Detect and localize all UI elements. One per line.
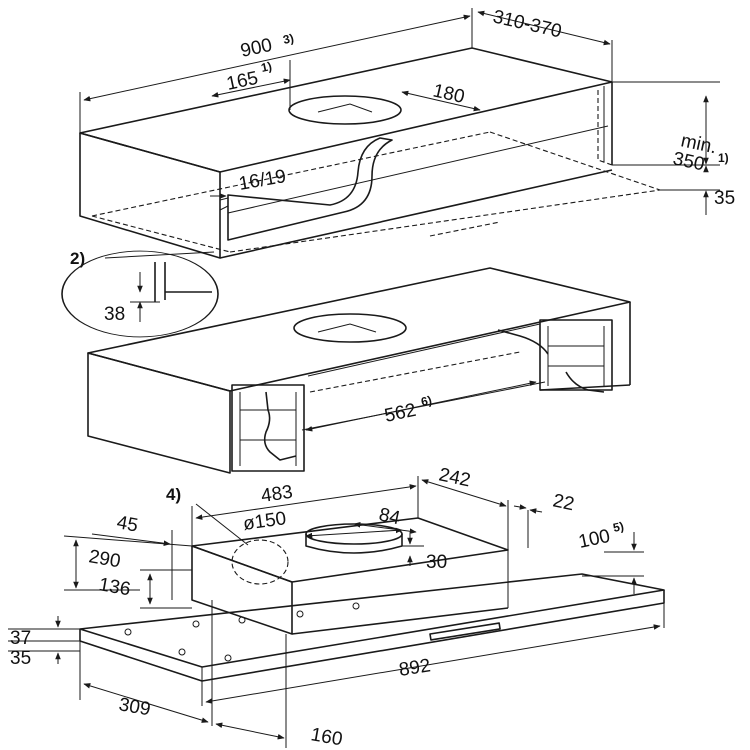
- left-offset-dimension: 45: [91, 512, 173, 600]
- front-distance-label: 160: [309, 724, 344, 750]
- panel-width-label: 892: [397, 655, 432, 681]
- panel-thickness-dimension: 16/19: [210, 166, 288, 199]
- hood-height-dimensions: 290 136: [63, 535, 193, 609]
- panel-bottom-label: 35: [10, 648, 31, 669]
- hood-depth-label: 242: [437, 464, 472, 491]
- detail-callout-label: 2): [70, 249, 85, 268]
- rear-offset-dimension: 22: [513, 490, 576, 548]
- hood-depth-dimension: 242: [421, 464, 509, 550]
- panel-height-label: 37: [10, 628, 31, 649]
- detail-value-label: 38: [104, 304, 125, 325]
- min-height-note: 1): [718, 151, 729, 165]
- clearance-dimension: 100 5): [577, 519, 644, 594]
- total-height-label: 290: [87, 546, 122, 572]
- front-distance-dimension: 160: [215, 634, 344, 750]
- duct-height-label: 30: [426, 552, 447, 573]
- clearance-label: 100: [577, 526, 612, 553]
- upper-depth-dimension: 310-370: [477, 6, 613, 82]
- left-distance-label: 309: [117, 694, 152, 720]
- inner-width-dimension: 562 6): [305, 380, 537, 432]
- detail-callout: 2) 38: [61, 249, 219, 338]
- left-offset-label: 45: [115, 512, 139, 536]
- upper-width-note: 3): [282, 31, 295, 47]
- inner-width-label: 562: [383, 400, 418, 427]
- hood-width-dimension: 483: [191, 476, 419, 546]
- inner-width-note: 6): [420, 393, 433, 409]
- hood-body: 4): [79, 485, 665, 682]
- duct-back-label: 180: [431, 80, 467, 108]
- body-height-label: 136: [97, 574, 132, 600]
- upper-width-label: 900: [239, 35, 274, 62]
- panel-width-dimension: 892: [201, 603, 665, 706]
- duct-offset-note: 1): [260, 59, 273, 75]
- upper-depth-label: 310-370: [491, 6, 564, 42]
- duct-offset-label: 165: [225, 68, 260, 95]
- hood-callout-label: 4): [166, 485, 181, 504]
- upper-cabinet: [79, 47, 661, 259]
- bottom-gap-label: 35: [714, 188, 735, 209]
- duct-back-dimension: 180: [401, 80, 481, 112]
- hood-width-label: 483: [260, 482, 294, 507]
- panel-height-dimensions: 37 35: [8, 616, 80, 669]
- duct-diameter-label: ø150: [242, 508, 288, 535]
- duct-height-dimension: 30: [402, 534, 447, 573]
- duct-offset-hood-dimension: 84: [353, 504, 417, 534]
- upper-width-dimension: 900 3): [79, 8, 473, 133]
- panel-thickness-label: 16/19: [237, 166, 287, 195]
- clearance-note: 5): [612, 519, 625, 535]
- middle-cabinet: [87, 267, 631, 474]
- height-dimensions: min. 350 1) 35: [612, 81, 735, 215]
- rear-offset-label: 22: [551, 490, 576, 515]
- duct-offset-hood-label: 84: [377, 504, 402, 529]
